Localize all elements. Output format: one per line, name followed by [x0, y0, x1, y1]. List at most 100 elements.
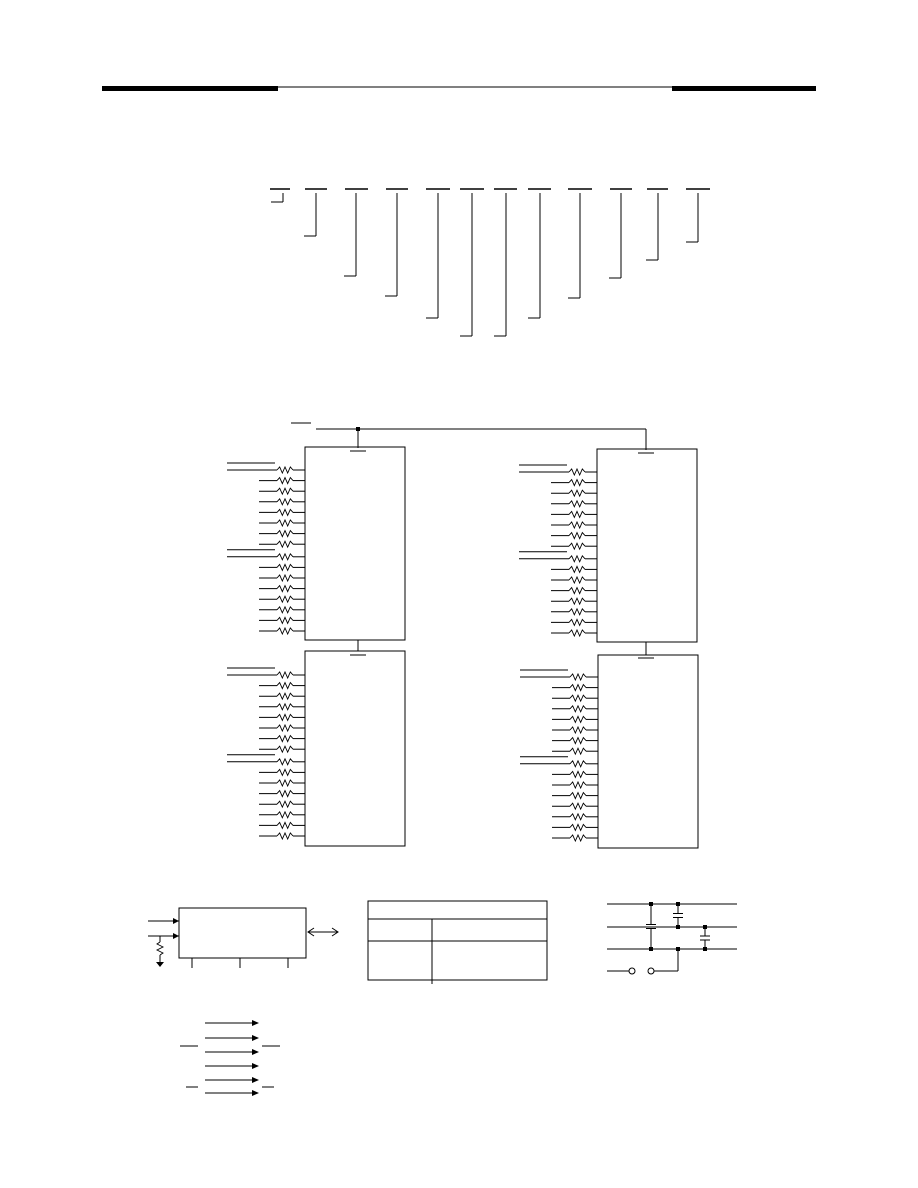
- signal-line: [552, 683, 598, 692]
- resistor: [569, 694, 587, 703]
- resistor: [568, 542, 586, 551]
- resistor: [276, 497, 294, 506]
- part-number-field-4: [385, 188, 408, 297]
- signal-line: [259, 810, 305, 819]
- resistor: [569, 672, 587, 682]
- part-number-field-3: [344, 188, 368, 277]
- signal-line: [552, 704, 598, 713]
- resistor: [568, 467, 586, 477]
- part-number-field-2: [304, 188, 327, 237]
- signal-line: [551, 586, 597, 595]
- signal-line: [259, 734, 305, 743]
- signal-line: [552, 747, 598, 756]
- signal-line: [259, 508, 305, 517]
- part-number-breakdown: [270, 188, 710, 337]
- junction-dot: [676, 902, 680, 906]
- signal-line: [552, 812, 598, 821]
- signal-line: [552, 725, 598, 735]
- resistor: [568, 575, 586, 585]
- resistor: [569, 683, 587, 692]
- resistor: [276, 540, 294, 549]
- resistor: [569, 704, 587, 713]
- resistor: [276, 465, 294, 475]
- signal-line: [259, 692, 305, 701]
- memory-chip-box: [596, 448, 698, 643]
- legend-arrow: [205, 1049, 259, 1055]
- resistor: [276, 529, 294, 538]
- signal-line: [520, 756, 598, 768]
- part-number-field-12: [686, 188, 710, 243]
- signal-line: [259, 768, 305, 777]
- signal-line: [259, 789, 305, 798]
- signal-line: [552, 791, 598, 800]
- signal-line: [259, 529, 305, 538]
- signal-line: [552, 823, 598, 832]
- io-block-figure: [148, 907, 339, 968]
- resistor: [569, 725, 587, 735]
- signal-line: [551, 478, 597, 487]
- signal-line: [259, 584, 305, 593]
- signal-line: [551, 607, 597, 616]
- legend-arrow: [205, 1090, 259, 1096]
- resistor: [276, 723, 294, 733]
- resistor: [276, 476, 294, 485]
- resistor: [276, 692, 294, 701]
- part-number-field-8: [528, 188, 551, 319]
- legend-arrow: [205, 1020, 259, 1026]
- header-bar: [102, 86, 816, 91]
- part-number-field-7: [494, 188, 517, 337]
- signal-line: [551, 489, 597, 498]
- signal-line: [551, 575, 597, 585]
- signal-line: [259, 518, 305, 528]
- resistor: [276, 713, 294, 722]
- resistor: [276, 552, 294, 561]
- signal-line: [259, 821, 305, 830]
- signal-line: [259, 573, 305, 583]
- signal-line: [259, 616, 305, 625]
- resistor: [276, 605, 294, 614]
- resistor: [276, 681, 294, 690]
- signal-line: [519, 464, 597, 477]
- resistor: [276, 800, 294, 809]
- signal-line: [259, 681, 305, 690]
- signal-line: [259, 563, 305, 572]
- junction-dot: [703, 925, 707, 929]
- signal-line: [259, 831, 305, 841]
- resistor: [568, 531, 586, 540]
- bidirectional-arrow-right: [331, 927, 339, 937]
- signal-line: [227, 754, 305, 766]
- signal-line: [259, 497, 305, 506]
- signal-line: [519, 551, 597, 563]
- memory-chip-box: [597, 654, 699, 849]
- signal-line: [551, 618, 597, 627]
- resistor: [568, 597, 586, 606]
- part-number-field-11: [646, 188, 668, 261]
- resistor: [276, 831, 294, 841]
- resistor: [276, 734, 294, 743]
- signal-line: [259, 723, 305, 733]
- signal-line: [520, 669, 598, 682]
- legend-arrow: [205, 1035, 259, 1041]
- resistor: [569, 736, 587, 745]
- resistor: [569, 791, 587, 800]
- resistor: [276, 789, 294, 798]
- signal-line: [227, 549, 305, 561]
- legend-arrow-head: [252, 1090, 259, 1096]
- module-block-top-right: [519, 448, 698, 643]
- resistor: [568, 554, 586, 563]
- signal-line: [551, 565, 597, 574]
- resistor: [569, 833, 587, 843]
- signal-line: [259, 626, 305, 636]
- resistor: [276, 584, 294, 593]
- resistor: [569, 812, 587, 821]
- signal-line: [259, 487, 305, 496]
- pulldown-resistor: [155, 941, 165, 956]
- legend-arrow-head: [252, 1035, 259, 1041]
- part-number-field-10: [609, 188, 632, 279]
- signal-line: [552, 770, 598, 779]
- legend-arrow: [205, 1077, 259, 1083]
- signal-line: [259, 778, 305, 788]
- resistor: [276, 670, 294, 680]
- resistor: [568, 586, 586, 595]
- signal-line: [552, 780, 598, 790]
